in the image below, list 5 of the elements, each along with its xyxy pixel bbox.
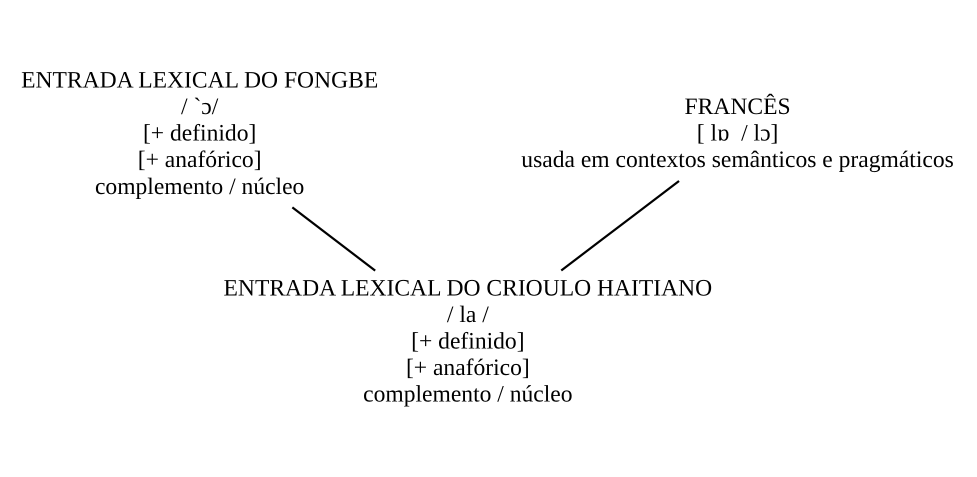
connector xyxy=(292,206,376,272)
node-text: ENTRADA LEXICAL DO CRIOULO HAITIANO / la / [+ definido] [+ anafórico] complemento / núcleo xyxy=(224,274,712,408)
node-text: ENTRADA LEXICAL DO FONGBE / `ɔ/ [+ definido] [+ anafórico] complemento / núcleo xyxy=(21,67,378,200)
node-text: FRANCÊS [ lɒ / lɔ] usada em contextos semânticos e pragmáticos xyxy=(521,94,954,173)
connector xyxy=(560,180,680,271)
